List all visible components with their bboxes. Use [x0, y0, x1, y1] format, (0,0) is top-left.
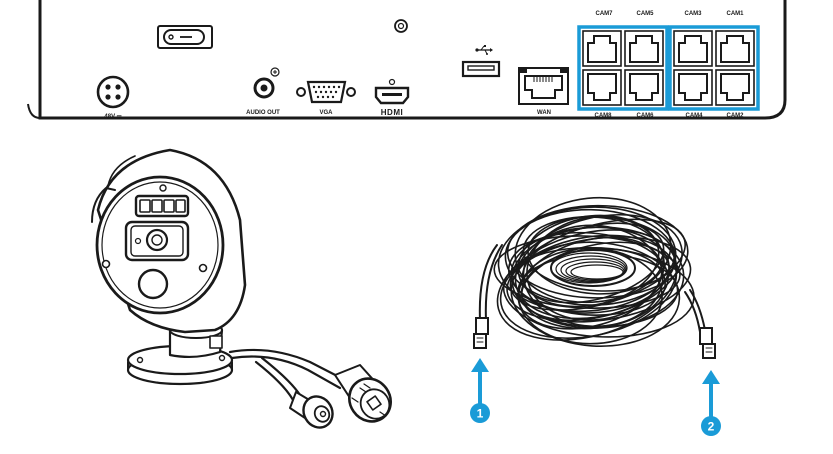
- port-label-cam2: CAM2: [726, 113, 744, 119]
- port-label-cam5: CAM5: [636, 11, 654, 17]
- power-port-label: 48V ⎓: [104, 114, 121, 120]
- callout-1: 1: [470, 358, 490, 423]
- ethernet-cable-lead-left: [473, 244, 503, 349]
- usb-port[interactable]: [461, 60, 501, 78]
- callout-1-number: 1: [477, 407, 484, 421]
- hdmi-port[interactable]: [374, 78, 410, 105]
- power-port-48v[interactable]: [96, 75, 130, 109]
- camera-port-cam4[interactable]: [673, 69, 713, 106]
- callout-2: 2: [701, 370, 721, 436]
- usb-icon: [475, 45, 493, 55]
- port-label-cam3: CAM3: [684, 11, 702, 17]
- camera-port-cam6[interactable]: [624, 69, 664, 106]
- vga-port[interactable]: [296, 80, 356, 104]
- camera-port-cam8[interactable]: [582, 69, 622, 106]
- power-switch[interactable]: [157, 25, 213, 49]
- ground-screw-icon: [394, 19, 408, 33]
- callout-2-number: 2: [708, 420, 715, 434]
- port-label-cam6: CAM6: [636, 113, 654, 119]
- port-label-cam4: CAM4: [685, 113, 703, 119]
- port-label-cam8: CAM8: [594, 113, 612, 119]
- camera-ports: [582, 30, 755, 106]
- camera-port-cam2[interactable]: [715, 69, 755, 106]
- audio-out-label: AUDIO OUT: [246, 110, 280, 116]
- poe-block-right: [668, 25, 760, 111]
- bullet-camera-illustration: [91, 148, 392, 429]
- port-label-cam1: CAM1: [726, 11, 744, 17]
- audio-out-port[interactable]: [253, 77, 275, 99]
- camera-port-cam7[interactable]: [582, 30, 622, 67]
- camera-port-cam1[interactable]: [715, 30, 755, 67]
- camera-port-cam3[interactable]: [673, 30, 713, 67]
- wan-port[interactable]: [518, 67, 569, 105]
- wan-label: WAN: [537, 110, 551, 116]
- port-label-cam7: CAM7: [595, 11, 613, 17]
- nvr-rear-panel: 48V ⎓ AUDIO OUT VGA: [27, 0, 787, 120]
- ethernet-cable-coil-illustration: [493, 196, 695, 347]
- poe-block-left: [577, 25, 669, 111]
- camera-port-cam5[interactable]: [624, 30, 664, 67]
- ethernet-cable-lead-right: [684, 289, 716, 359]
- vga-label: VGA: [319, 110, 333, 116]
- hdmi-label: HDMI: [381, 108, 403, 117]
- audio-output-icon: [270, 67, 280, 77]
